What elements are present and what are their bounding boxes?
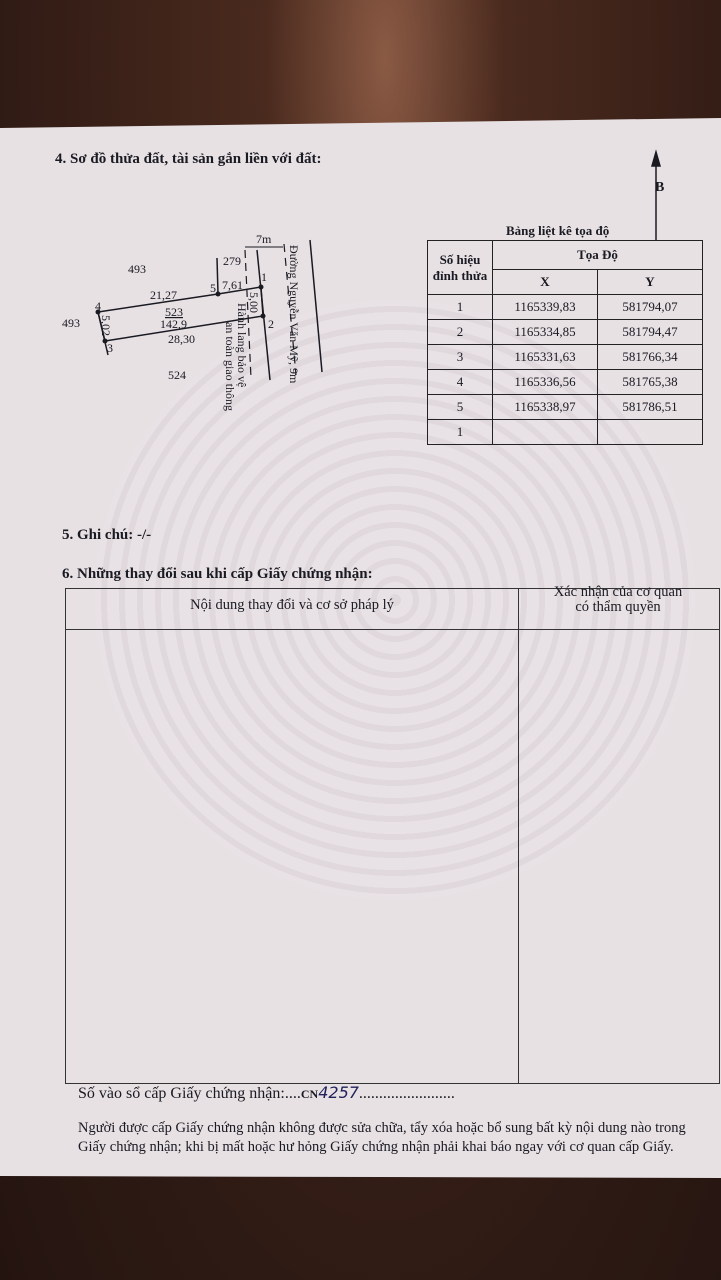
col-changes-header: Nội dung thay đổi và cơ sở pháp lý xyxy=(190,597,394,613)
point-3: 3 xyxy=(107,341,113,355)
notice-line-2: Giấy chứng nhận; khi bị mất hoặc hư hỏng… xyxy=(78,1139,674,1155)
north-label: B xyxy=(655,180,664,195)
edge-4-3: 5,02 xyxy=(99,315,113,336)
notice-line-1: Người được cấp Giấy chứng nhận không đượ… xyxy=(78,1120,686,1136)
neighbor-279: 279 xyxy=(223,254,241,268)
col-authority-header-2: có thẩm quyền xyxy=(575,599,661,615)
neighbor-493-left: 493 xyxy=(62,316,80,330)
neighbor-493-top: 493 xyxy=(128,262,146,276)
header-coord: Tọa Độ xyxy=(492,240,703,270)
road-label: Đường Nguyễn Văn Mỹ, 9m xyxy=(287,245,301,384)
section-4-title: 4. Sơ đồ thửa đất, tài sản gắn liền với … xyxy=(55,151,322,167)
road-center-dashed-line xyxy=(283,243,297,376)
registry-label: Số vào sổ cấp Giấy chứng nhận:.... xyxy=(78,1085,301,1102)
section-6-title: 6. Những thay đổi sau khi cấp Giấy chứng… xyxy=(62,566,373,582)
header-y: Y xyxy=(597,269,703,295)
registry-number: 4257 xyxy=(318,1083,359,1102)
point-2: 2 xyxy=(268,317,274,331)
table-row: 1 xyxy=(427,419,703,445)
road-edge-line xyxy=(309,239,323,373)
edge-3-2: 28,30 xyxy=(168,332,195,346)
corridor-label-2: an toàn giao thông xyxy=(223,322,237,411)
point-4: 4 xyxy=(95,299,101,313)
neighbor-524: 524 xyxy=(168,368,186,382)
registry-prefix: CN xyxy=(300,1087,319,1101)
edge-4-5: 21,27 xyxy=(150,288,177,302)
registry-dots: ........................ xyxy=(358,1085,455,1102)
point-5: 5 xyxy=(210,281,216,295)
corridor-label-1: Hành lang bảo vệ xyxy=(235,303,249,387)
edge-1-2: 5,00 xyxy=(247,292,261,313)
col-authority-header-1: Xác nhận của cơ quan xyxy=(553,584,683,600)
header-x: X xyxy=(492,269,598,295)
registry-line: Số vào sổ cấp Giấy chứng nhận:....CN4257… xyxy=(78,1083,455,1103)
parcel-279-line xyxy=(216,257,219,295)
header-point: Số hiệu đỉnh thửa xyxy=(427,240,493,295)
point-1: 1 xyxy=(261,270,267,284)
parcel-area: 142,9 xyxy=(160,317,187,331)
parcel-number: 523 xyxy=(165,305,183,319)
left-boundary-ext xyxy=(97,311,109,356)
section-5-title: 5. Ghi chú: -/- xyxy=(62,527,152,543)
coord-table-title: Bảng liệt kê tọa độ xyxy=(506,223,610,238)
road-width: 7m xyxy=(256,232,272,246)
edge-5-1: 7,61 xyxy=(222,278,243,292)
north-arrow-head xyxy=(651,149,661,167)
corridor-dashed-line xyxy=(244,249,252,379)
changes-table: Nội dung thay đổi và cơ sở pháp lý Xác n… xyxy=(65,584,720,1084)
